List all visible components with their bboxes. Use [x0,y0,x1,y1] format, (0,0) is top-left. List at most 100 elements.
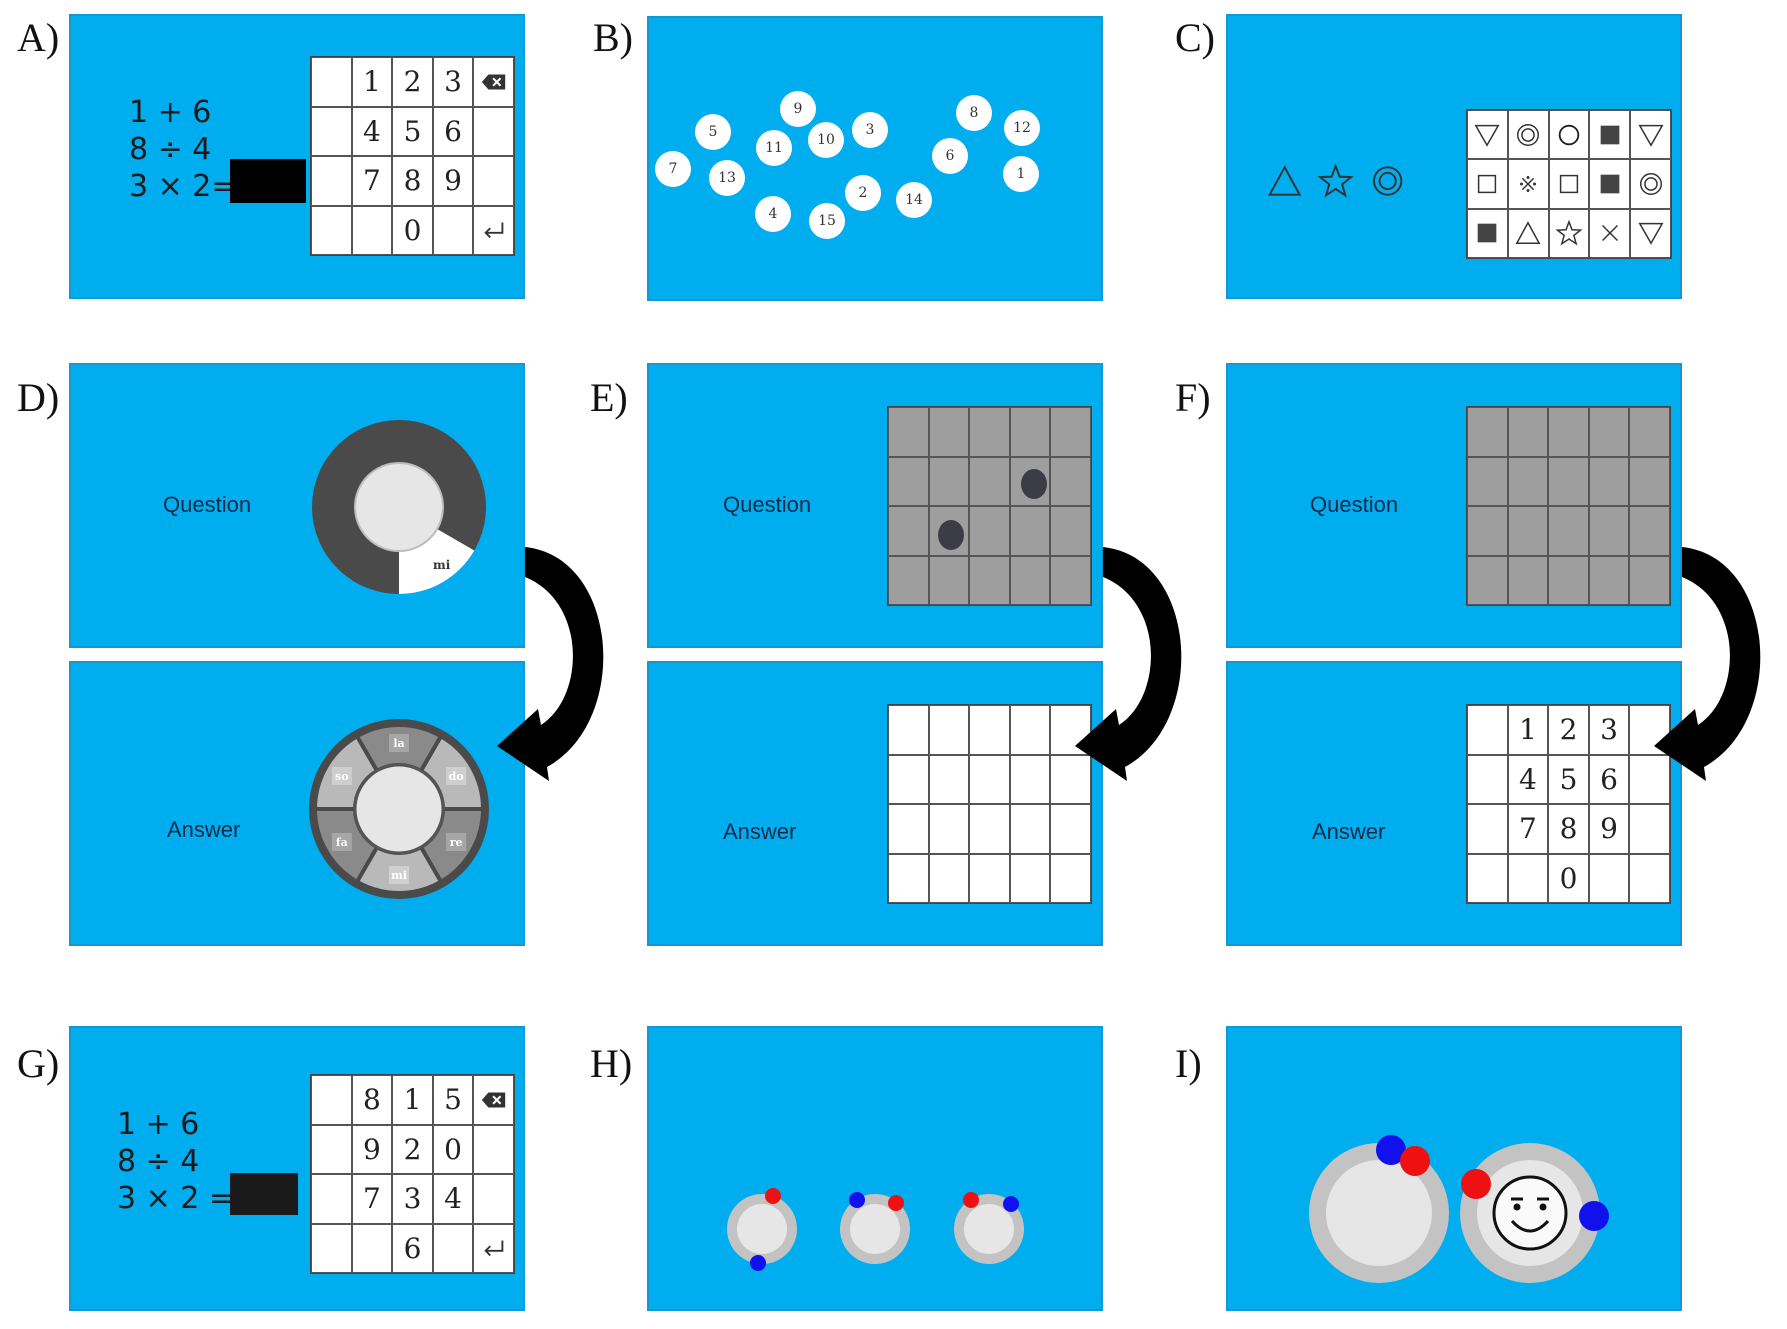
backspace-key[interactable] [473,1075,514,1125]
grid-cell[interactable] [928,754,970,804]
number-bubble[interactable]: 8 [956,95,992,131]
grid-cell[interactable] [888,804,929,854]
key-0[interactable]: 0 [1548,853,1589,903]
empty-key[interactable] [311,1174,352,1224]
symbol-cell[interactable] [1630,208,1671,258]
grid-cell[interactable] [928,804,970,854]
empty-key[interactable] [1467,853,1508,903]
key-8[interactable]: 8 [351,1075,393,1125]
key-2[interactable]: 2 [1548,705,1589,755]
symbol-cell[interactable] [1589,208,1631,258]
empty-key[interactable] [311,1223,352,1273]
grid-cell[interactable] [928,853,970,903]
key-6[interactable]: 6 [392,1223,433,1273]
number-bubble[interactable]: 15 [809,203,845,239]
grid-cell[interactable] [888,754,929,804]
grid-cell[interactable] [969,754,1010,804]
grid-cell[interactable] [888,853,929,903]
empty-key[interactable] [1629,804,1670,854]
enter-key[interactable] [473,205,514,255]
key-8[interactable]: 8 [392,156,433,206]
grid-cell[interactable] [969,804,1010,854]
grid-cell[interactable] [1050,804,1091,854]
number-bubble[interactable]: 14 [896,182,932,218]
key-9[interactable]: 9 [432,156,474,206]
symbol-cell[interactable] [1507,110,1549,160]
empty-key[interactable] [311,205,352,255]
number-bubble[interactable]: 13 [709,160,745,196]
grid-cell[interactable] [928,705,970,755]
symbol-cell[interactable] [1548,110,1590,160]
number-bubble[interactable]: 12 [1004,110,1040,146]
number-bubble[interactable]: 2 [845,175,881,211]
key-5[interactable]: 5 [1548,754,1589,804]
key-0[interactable]: 0 [392,205,433,255]
symbol-cell[interactable] [1630,159,1671,209]
empty-key[interactable] [1507,853,1549,903]
key-7[interactable]: 7 [351,156,393,206]
backspace-key[interactable] [473,57,514,107]
empty-key[interactable] [1467,705,1508,755]
empty-key[interactable] [473,106,514,156]
empty-key[interactable] [311,57,352,107]
symbol-cell[interactable] [1589,110,1631,160]
number-bubble[interactable]: 4 [755,196,791,232]
symbol-cell[interactable] [1507,208,1549,258]
key-7[interactable]: 7 [1507,804,1549,854]
key-0[interactable]: 0 [432,1124,474,1174]
empty-key[interactable] [1629,754,1670,804]
key-1[interactable]: 1 [392,1075,433,1125]
number-bubble[interactable]: 5 [695,114,731,150]
empty-key[interactable] [432,1223,474,1273]
symbol-cell[interactable] [1548,159,1590,209]
empty-key[interactable] [432,205,474,255]
key-4[interactable]: 4 [432,1174,474,1224]
grid-cell[interactable] [1050,754,1091,804]
empty-key[interactable] [311,156,352,206]
empty-key[interactable] [311,1075,352,1125]
grid-cell[interactable] [1009,804,1051,854]
empty-key[interactable] [473,1174,514,1224]
empty-key[interactable] [311,1124,352,1174]
key-5[interactable]: 5 [392,106,433,156]
key-8[interactable]: 8 [1548,804,1589,854]
empty-key[interactable] [1588,853,1630,903]
key-3[interactable]: 3 [432,57,474,107]
empty-key[interactable] [1467,754,1508,804]
number-bubble[interactable]: 3 [852,112,888,148]
key-2[interactable]: 2 [392,57,433,107]
grid-cell[interactable] [1009,754,1051,804]
key-6[interactable]: 6 [1588,754,1630,804]
key-4[interactable]: 4 [1507,754,1549,804]
empty-key[interactable] [311,106,352,156]
number-bubble[interactable]: 1 [1003,156,1039,192]
key-6[interactable]: 6 [432,106,474,156]
symbol-cell[interactable] [1630,110,1671,160]
key-7[interactable]: 7 [351,1174,393,1224]
empty-key[interactable] [351,1223,393,1273]
key-2[interactable]: 2 [392,1124,433,1174]
number-bubble[interactable]: 6 [932,138,968,174]
grid-cell[interactable] [888,705,929,755]
key-9[interactable]: 9 [1588,804,1630,854]
empty-key[interactable] [473,1124,514,1174]
number-bubble[interactable]: 7 [655,151,691,187]
symbol-cell[interactable] [1467,159,1508,209]
symbol-cell[interactable] [1589,159,1631,209]
empty-key[interactable] [1629,853,1670,903]
key-4[interactable]: 4 [351,106,393,156]
symbol-cell[interactable] [1548,208,1590,258]
grid-cell[interactable] [1009,705,1051,755]
symbol-cell[interactable] [1507,159,1549,209]
symbol-cell[interactable] [1467,110,1508,160]
key-1[interactable]: 1 [351,57,393,107]
number-bubble[interactable]: 11 [756,130,792,166]
empty-key[interactable] [473,156,514,206]
key-9[interactable]: 9 [351,1124,393,1174]
key-3[interactable]: 3 [1588,705,1630,755]
key-1[interactable]: 1 [1507,705,1549,755]
grid-cell[interactable] [1050,705,1091,755]
number-bubble[interactable]: 9 [780,91,816,127]
key-3[interactable]: 3 [392,1174,433,1224]
grid-cell[interactable] [969,853,1010,903]
